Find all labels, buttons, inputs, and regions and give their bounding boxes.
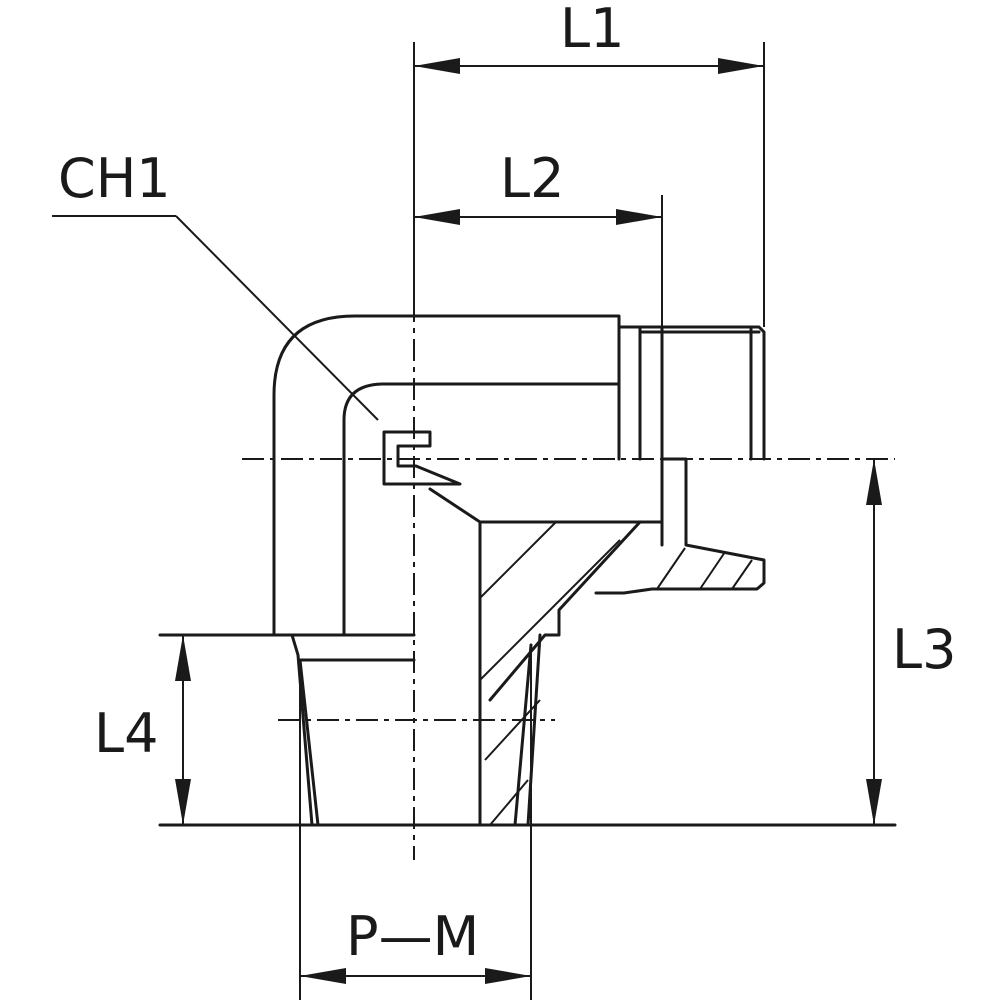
l1-arrow-right [718, 58, 764, 74]
wrench-flat-symbol [382, 430, 462, 486]
l2-arrow-left [414, 209, 460, 225]
label-l3: L3 [892, 618, 956, 681]
label-l1: L1 [560, 0, 624, 60]
ch1-leader [52, 215, 379, 421]
section-upper-line [428, 487, 664, 524]
centerlines [242, 300, 895, 860]
pm-dimension [299, 645, 532, 1000]
section-diagonal [488, 520, 642, 702]
l4-dimension [175, 635, 191, 825]
body-outer-outline [272, 314, 621, 637]
l3-arrow-top [866, 459, 882, 505]
bottom-thread-left-inner [298, 658, 416, 827]
bottom-thread-hatch [489, 779, 529, 826]
l1-dimension [413, 42, 765, 327]
bottom-thread-right-inner [513, 643, 533, 827]
l3-arrow-bottom [866, 779, 882, 825]
l2-dimension [414, 195, 663, 327]
body-inner-outline [342, 382, 621, 637]
label-ch1: CH1 [58, 147, 171, 210]
label-l4: L4 [94, 702, 158, 765]
l2-arrow-right [616, 209, 662, 225]
ch1-leader-diagonal [175, 215, 379, 421]
dimension-labels: L1 L2 L3 L4 CH1 P—M [58, 0, 956, 968]
nipple-upper-chamfer [617, 325, 761, 334]
side-thread-nipple [594, 325, 766, 595]
wrench-flat-icon [382, 430, 462, 486]
elbow-body [158, 314, 621, 637]
l1-arrow-left [414, 58, 460, 74]
l4-arrow-top [175, 635, 191, 681]
nipple-lower-outline [594, 457, 766, 595]
l4-arrow-bottom [175, 779, 191, 825]
internal-section [428, 487, 664, 827]
label-pm: P—M [346, 905, 479, 968]
pm-arrow-left [300, 968, 346, 984]
pm-arrow-right [485, 968, 531, 984]
l3-dimension [866, 459, 882, 825]
bottom-thread-left [290, 633, 314, 827]
bottom-thread [158, 633, 897, 827]
label-l2: L2 [500, 147, 564, 210]
thread-hatch-side [656, 547, 753, 590]
section-hatch [479, 521, 621, 761]
